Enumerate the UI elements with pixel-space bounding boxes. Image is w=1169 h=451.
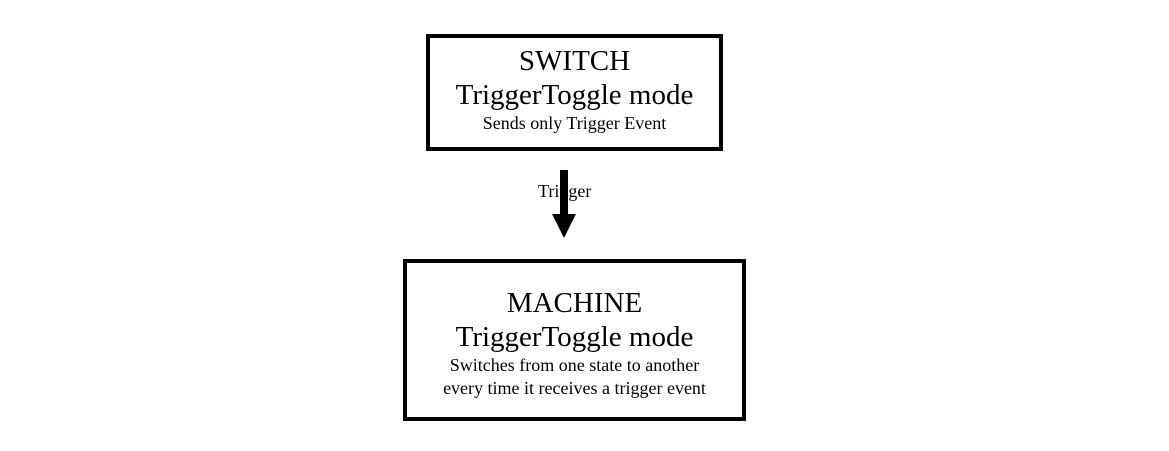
machine-node: MACHINE TriggerToggle mode Switches from… [403, 259, 746, 421]
trigger-arrow-head [552, 214, 576, 238]
machine-title: MACHINE [506, 287, 643, 319]
switch-title: SWITCH [518, 45, 631, 77]
switch-node: SWITCH TriggerToggle mode Sends only Tri… [426, 34, 723, 151]
trigger-edge-label: Trigger [538, 181, 592, 201]
switch-description: Sends only Trigger Event [482, 113, 667, 133]
machine-mode: TriggerToggle mode [455, 321, 694, 353]
machine-description-line1: Switches from one state to another [449, 355, 700, 375]
machine-description-line2: every time it receives a trigger event [443, 378, 706, 398]
switch-mode: TriggerToggle mode [455, 79, 694, 111]
